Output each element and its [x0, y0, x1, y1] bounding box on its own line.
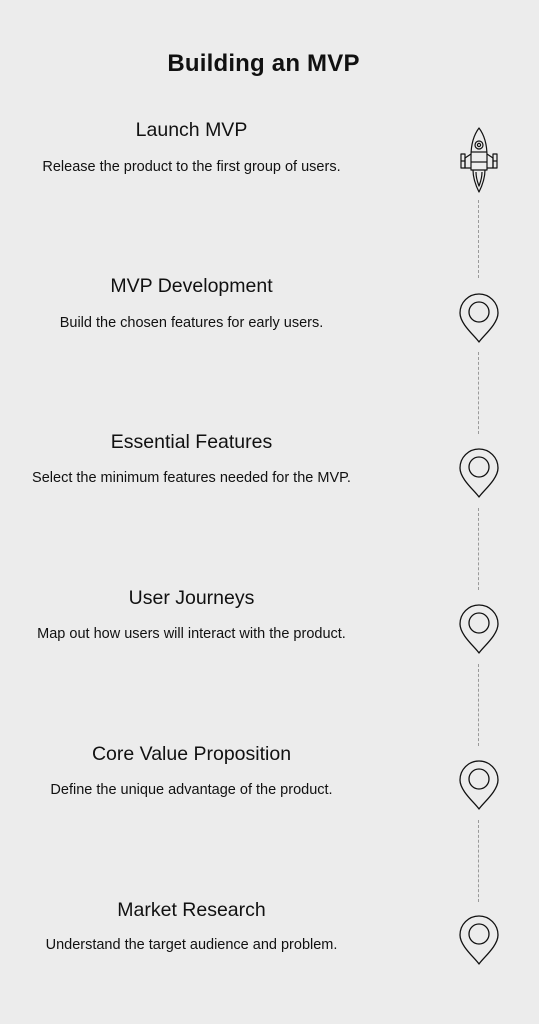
location-pin-icon	[459, 760, 499, 810]
timeline-connector	[478, 352, 479, 434]
step-market-research: Market Research	[0, 899, 383, 922]
location-pin-icon	[459, 604, 499, 654]
step-heading: Market Research	[117, 899, 266, 921]
step-mvp-development: MVP Development	[0, 275, 383, 298]
timeline-connector	[478, 820, 479, 902]
step-heading: User Journeys	[128, 587, 255, 609]
location-pin-icon	[459, 915, 499, 965]
step-heading: Core Value Proposition	[91, 743, 292, 765]
step-heading: Essential Features	[110, 431, 273, 453]
step-launch-mvp: Launch MVP	[0, 119, 383, 142]
location-pin-icon	[459, 293, 499, 343]
step-heading: Launch MVP	[135, 119, 248, 141]
timeline-connector	[478, 508, 479, 590]
location-pin-icon	[459, 448, 499, 498]
step-heading: MVP Development	[110, 275, 273, 297]
step-description: Define the unique advantage of the produ…	[50, 782, 333, 798]
step-description: Map out how users will interact with the…	[37, 626, 346, 642]
page-title: Building an MVP	[167, 50, 360, 77]
step-description: Understand the target audience and probl…	[45, 937, 338, 953]
timeline-connector	[478, 664, 479, 746]
step-description: Release the product to the first group o…	[42, 159, 341, 175]
step-description: Build the chosen features for early user…	[59, 315, 324, 331]
step-user-journeys: User Journeys	[0, 587, 383, 610]
step-description: Select the minimum features needed for t…	[32, 470, 351, 486]
timeline-connector	[478, 200, 479, 278]
step-essential-features: Essential Features	[0, 431, 383, 454]
rocket-icon	[460, 127, 498, 193]
step-core-value-proposition: Core Value Proposition	[0, 743, 383, 766]
